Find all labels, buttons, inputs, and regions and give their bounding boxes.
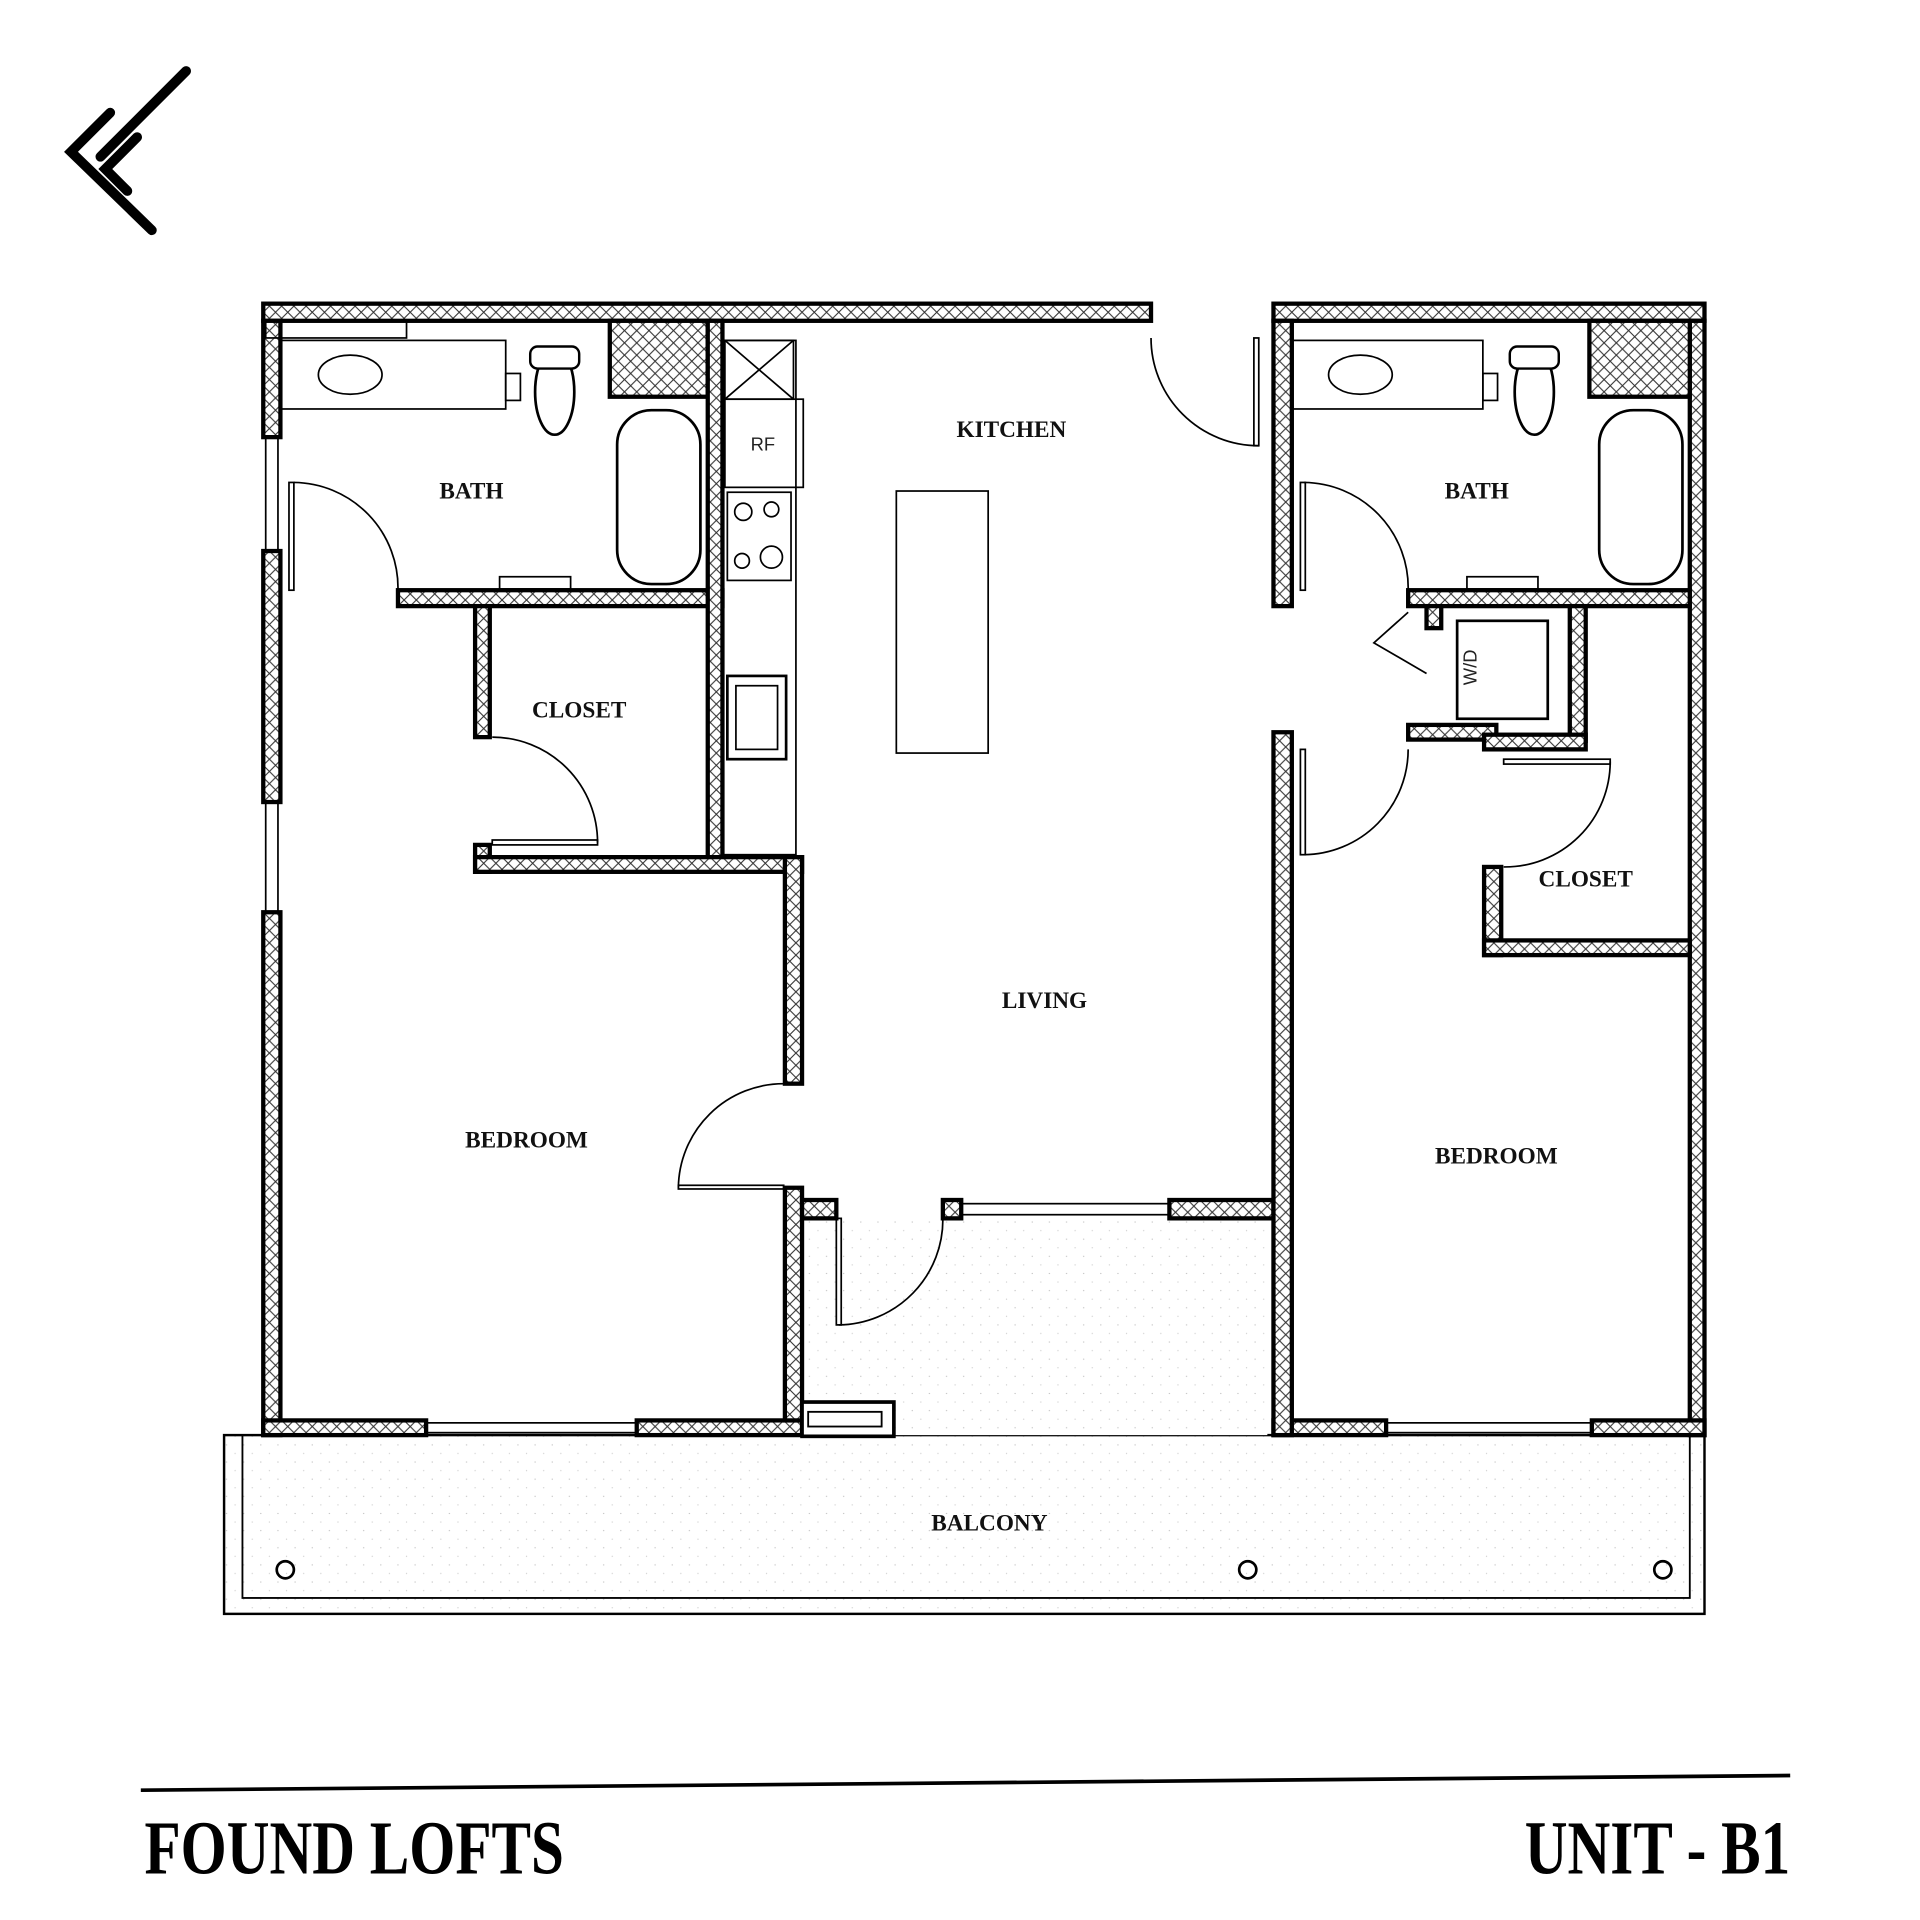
unit-name: UNIT - B1: [1525, 1805, 1790, 1890]
bathtub-icon: [1597, 408, 1684, 586]
room-label-living: LIVING: [1002, 988, 1087, 1014]
refrigerator-label: RF: [751, 434, 775, 455]
room-label-closet-left: CLOSET: [532, 698, 627, 724]
sink-icon: [1327, 354, 1394, 396]
stove-icon: [726, 491, 792, 582]
bathtub-icon: [615, 408, 702, 586]
column-icon: [275, 1559, 296, 1580]
room-label-balcony: BALCONY: [931, 1511, 1047, 1537]
walls: [261, 301, 1707, 1439]
room-label-bedroom-left: BEDROOM: [465, 1127, 588, 1153]
kitchen-sink-icon: [726, 674, 788, 761]
room-label-kitchen: KITCHEN: [957, 417, 1067, 443]
column-icon: [1652, 1559, 1673, 1580]
kitchen-island: [895, 490, 990, 754]
windows: [264, 319, 1593, 1434]
refrigerator: [724, 398, 805, 489]
room-label-bath-right: BATH: [1445, 478, 1509, 504]
fixtures: [279, 339, 1684, 856]
doors: [288, 337, 1612, 1326]
pantry-icon: [724, 339, 795, 401]
balcony: [222, 1218, 1706, 1616]
found-lofts-logo: [64, 66, 192, 236]
sink-icon: [317, 354, 383, 396]
room-label-bath-left: BATH: [439, 478, 503, 504]
washer-dryer-icon: [1455, 619, 1550, 721]
column-icon: [1237, 1559, 1258, 1580]
brand-name: FOUND LOFTS: [144, 1805, 563, 1890]
room-label-bedroom-right: BEDROOM: [1435, 1143, 1558, 1169]
washer-dryer-label: W/D: [1460, 649, 1481, 685]
divider: [140, 1773, 1791, 1793]
room-label-closet-right: CLOSET: [1539, 867, 1634, 893]
